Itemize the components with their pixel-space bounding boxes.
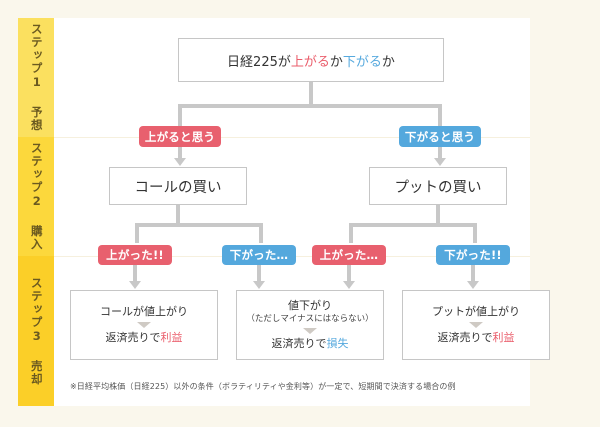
arrow-right-to-put bbox=[434, 158, 446, 166]
result-head-2: 値下がり bbox=[288, 299, 332, 313]
panel-divider-1 bbox=[18, 137, 530, 138]
position-box-put: プットの買い bbox=[369, 167, 507, 205]
connector-call-right-drop bbox=[259, 223, 263, 243]
step-label-1: ステップ1 予想 bbox=[29, 23, 44, 132]
arrow-pill2 bbox=[253, 281, 265, 289]
root-up-word: 上がる bbox=[290, 54, 330, 70]
arrow-pill4 bbox=[467, 281, 479, 289]
result-subnote-2: （ただしマイナスにはならない） bbox=[246, 314, 374, 325]
result-tail-value-2: 損失 bbox=[326, 336, 349, 350]
root-prefix: 日経225が bbox=[227, 54, 291, 70]
result-tail-prefix-2: 返済売りで bbox=[271, 336, 327, 350]
root-question-box: 日経225が上がるか下がるか bbox=[178, 38, 444, 82]
outcome-pill-call-up[interactable]: 上がった!! bbox=[98, 245, 172, 265]
connector-put-right-drop bbox=[473, 223, 477, 243]
result-box-call-profit: コールが値上がり 返済売りで利益 bbox=[70, 290, 218, 360]
root-down-word: 下がる bbox=[342, 54, 382, 70]
result-tail-value-1: 利益 bbox=[160, 331, 183, 344]
result-tail-1: 返済売りで利益 bbox=[106, 331, 183, 345]
triangle-icon-2 bbox=[303, 327, 317, 334]
result-tail-prefix-3: 返済売りで bbox=[437, 331, 493, 344]
connector-pill4-drop bbox=[471, 265, 475, 283]
connector-call-left-drop bbox=[135, 223, 139, 243]
result-head-1: コールが値上がり bbox=[100, 305, 188, 319]
step-item-1[interactable]: ステップ1 予想 bbox=[18, 18, 54, 146]
connector-put-stem bbox=[436, 205, 440, 223]
step-item-2[interactable]: ステップ2 購入 bbox=[18, 137, 54, 265]
connector-put-bar bbox=[349, 223, 477, 227]
triangle-icon-1 bbox=[137, 322, 151, 328]
root-question-text: 日経225が上がるか下がるか bbox=[227, 51, 395, 70]
result-box-put-profit: プットが値上がり 返済売りで利益 bbox=[402, 290, 550, 360]
footnote-text: ※日経平均株価（日経225）以外の条件（ボラティリティや金利等）が一定で、短期間… bbox=[70, 382, 456, 391]
step-rail: ステップ1 予想 ステップ2 購入 ステップ3 売却 bbox=[18, 18, 54, 406]
result-tail-3: 返済売りで利益 bbox=[438, 331, 515, 345]
arrow-pill1 bbox=[129, 281, 141, 289]
outcome-pill-call-down[interactable]: 下がった… bbox=[222, 245, 296, 265]
connector-pill1-drop bbox=[133, 265, 137, 283]
connector-root-stem bbox=[309, 82, 313, 104]
connector-root-bar bbox=[178, 104, 442, 108]
result-head-3: プットが値上がり bbox=[432, 305, 520, 319]
result-tail-prefix-1: 返済売りで bbox=[105, 331, 161, 344]
triangle-icon-3 bbox=[469, 322, 483, 328]
arrow-pill3 bbox=[343, 281, 355, 289]
position-call-text: コールの買い bbox=[134, 179, 222, 196]
step-label-3: ステップ3 売却 bbox=[29, 276, 44, 386]
connector-pill2-drop bbox=[257, 265, 261, 283]
root-mid: か bbox=[329, 54, 343, 70]
result-tail-2: 返済売りで損失 bbox=[272, 337, 349, 351]
connector-call-bar bbox=[135, 223, 263, 227]
position-box-call: コールの買い bbox=[109, 167, 247, 205]
outcome-pill-put-down[interactable]: 下がった!! bbox=[436, 245, 510, 265]
connector-pill3-drop bbox=[347, 265, 351, 283]
result-tail-value-3: 利益 bbox=[492, 331, 515, 344]
decision-pill-down[interactable]: 下がると思う bbox=[399, 126, 481, 147]
arrow-left-to-call bbox=[174, 158, 186, 166]
outcome-pill-put-up[interactable]: 上がった… bbox=[312, 245, 386, 265]
connector-put-left-drop bbox=[349, 223, 353, 243]
position-put-text: プットの買い bbox=[394, 179, 482, 196]
root-suffix: か bbox=[381, 54, 395, 70]
connector-call-stem bbox=[176, 205, 180, 223]
step-item-3[interactable]: ステップ3 売却 bbox=[18, 256, 54, 406]
decision-pill-up[interactable]: 上がると思う bbox=[139, 126, 221, 147]
step-label-2: ステップ2 購入 bbox=[29, 142, 44, 251]
result-box-call-loss: 値下がり （ただしマイナスにはならない） 返済売りで損失 bbox=[236, 290, 384, 360]
